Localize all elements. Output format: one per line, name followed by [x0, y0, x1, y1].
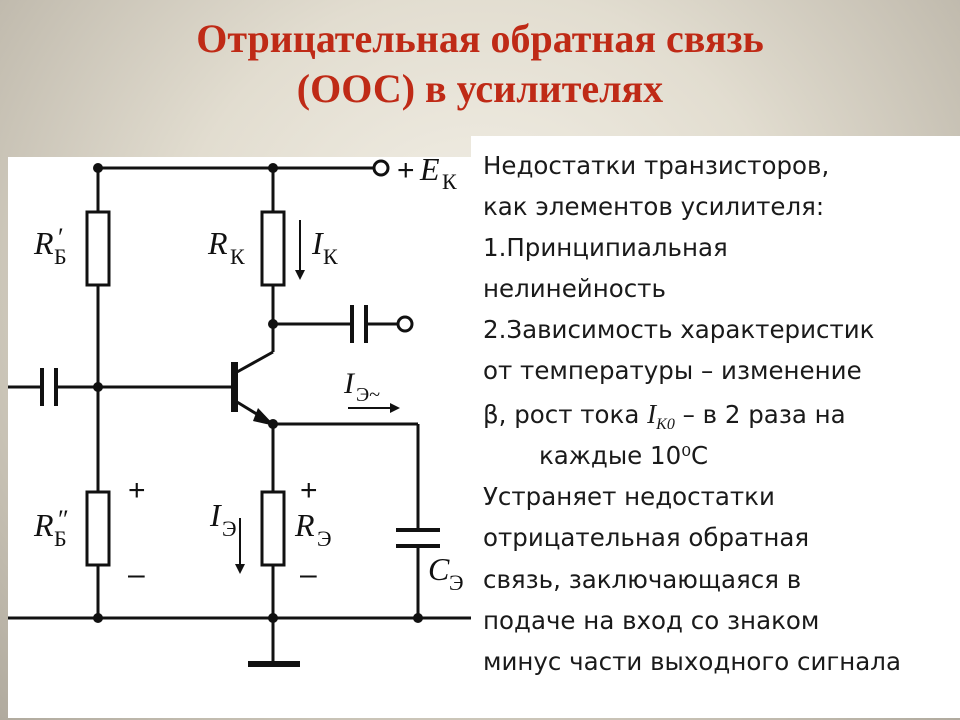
transistor-base — [231, 362, 238, 412]
svg-text:Б: Б — [54, 244, 67, 269]
svg-text:К: К — [230, 244, 245, 269]
svg-text:К: К — [442, 169, 457, 194]
current-subscript: K0 — [656, 415, 675, 433]
text-line-9: Устраняет недостатки — [483, 482, 775, 511]
resistor-rk — [260, 210, 286, 287]
resistor-rb1 — [85, 210, 111, 287]
svg-text:Э: Э — [449, 570, 464, 595]
label-ie-ac: I Э~ — [343, 367, 380, 406]
label-rb1: R ′ Б — [33, 223, 67, 269]
junction-dots — [93, 163, 423, 623]
svg-text:′: ′ — [58, 223, 64, 252]
text-line-7: β, рост тока IK0 – в 2 раза на — [483, 398, 846, 441]
text-line-4: нелинейность — [483, 274, 666, 303]
svg-text:C: C — [428, 551, 450, 587]
circuit-diagram-panel: + E К R ′ Б R ″ Б R К I К I Э~ I Э — [8, 157, 472, 718]
text-line-13: минус части выходного сигнала — [483, 647, 901, 676]
label-ie: I Э — [209, 497, 237, 541]
output-capacitor — [350, 305, 368, 343]
text-line-3: 1.Принципиальная — [483, 233, 728, 262]
svg-text:″: ″ — [58, 505, 69, 534]
svg-text:R: R — [33, 225, 54, 261]
supply-terminal — [372, 159, 390, 177]
label-ik: I К — [311, 225, 338, 269]
svg-text:E: E — [419, 157, 440, 187]
svg-text:R: R — [33, 507, 54, 543]
text-line-2: как элементов усилителя: — [483, 192, 825, 221]
svg-text:Э: Э — [317, 526, 332, 551]
current-symbol: I — [647, 399, 657, 429]
minus-sign-rb2: – — [128, 558, 145, 591]
minus-sign-re: – — [300, 558, 317, 591]
svg-text:I: I — [209, 497, 222, 533]
svg-text:Э~: Э~ — [356, 384, 380, 406]
text-panel: Недостатки транзисторов, как элементов у… — [471, 136, 960, 718]
plus-sign-re: + — [300, 474, 318, 507]
svg-text:Э: Э — [222, 516, 237, 541]
svg-text:К: К — [323, 244, 338, 269]
resistor-rb2 — [85, 490, 111, 567]
text-line-8: каждые 10⁰С — [539, 441, 709, 470]
text-line-7-end: – в 2 раза на — [674, 400, 846, 429]
text-line-12: подаче на вход со знаком — [483, 606, 820, 635]
text-line-10: отрицательная обратная — [483, 523, 810, 552]
svg-text:R: R — [294, 507, 315, 543]
text-line-6: от температуры – изменение — [483, 356, 862, 385]
amplifier-circuit-schematic: + E К R ′ Б R ″ Б R К I К I Э~ I Э — [8, 157, 472, 667]
svg-text:I: I — [343, 367, 356, 400]
svg-text:I: I — [311, 225, 324, 261]
capacitor-ce — [396, 528, 440, 548]
title-line-2: (ООС) в усилителях — [296, 66, 664, 111]
text-line-1: Недостатки транзисторов, — [483, 151, 830, 180]
label-rk: R К — [207, 225, 245, 269]
input-capacitor — [40, 368, 58, 406]
text-line-11: связь, заключающаяся в — [483, 565, 802, 594]
ground-symbol — [248, 661, 300, 667]
label-rb2: R ″ Б — [33, 505, 69, 551]
label-ce: C Э — [428, 551, 464, 595]
svg-text:+: + — [397, 157, 415, 187]
slide-title: Отрицательная обратная связь (ООС) в уси… — [0, 14, 960, 114]
label-supply: + E К — [397, 157, 457, 194]
svg-text:Б: Б — [54, 526, 67, 551]
resistor-re — [260, 490, 286, 567]
svg-text:R: R — [207, 225, 228, 261]
title-line-1: Отрицательная обратная связь — [196, 16, 764, 61]
output-terminal — [396, 315, 414, 333]
text-line-7-start: β, рост тока — [483, 400, 648, 429]
plus-sign-rb2: + — [128, 474, 146, 507]
label-re: R Э — [294, 507, 332, 551]
text-line-5: 2.Зависимость характеристик — [483, 315, 875, 344]
collector-lead — [236, 350, 274, 374]
